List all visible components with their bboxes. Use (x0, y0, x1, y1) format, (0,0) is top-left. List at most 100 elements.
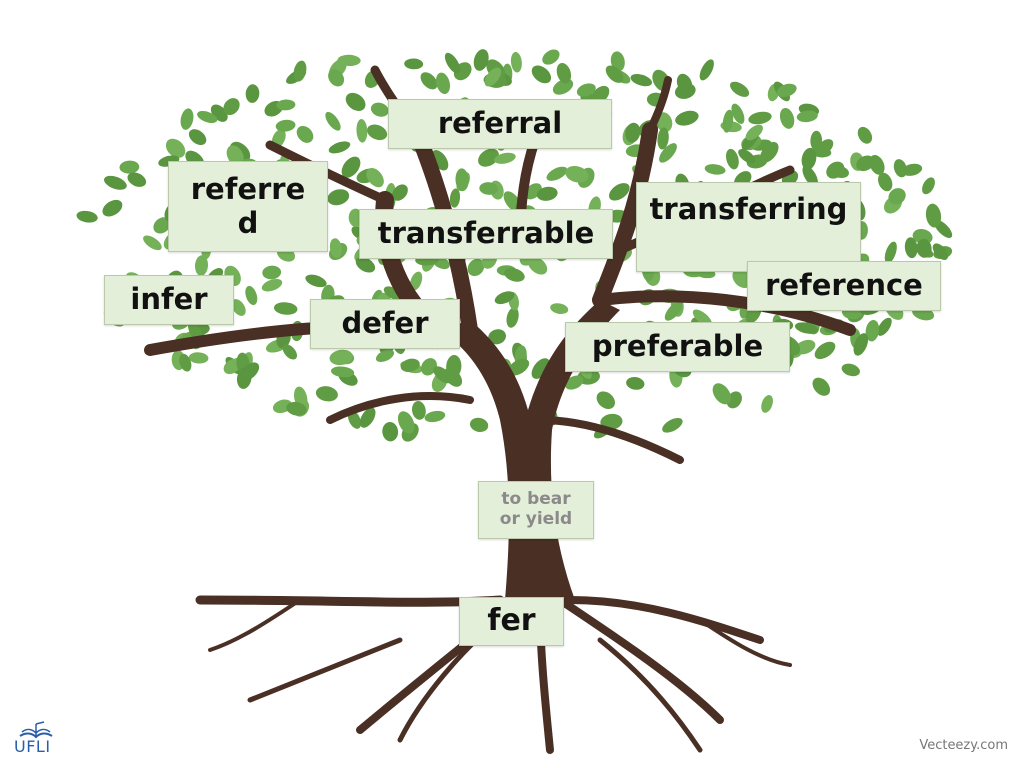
leaf (473, 49, 489, 71)
leaf (699, 59, 714, 81)
leaf (404, 58, 424, 70)
leaf (197, 110, 218, 124)
leaf (305, 274, 327, 288)
leaf (506, 307, 519, 328)
root-word: fer (487, 603, 536, 639)
leaf (761, 395, 773, 413)
word-infer: infer (130, 282, 208, 317)
leaf (455, 168, 469, 192)
leaf (286, 401, 307, 416)
word-card-reference: reference (747, 261, 941, 311)
leaf (877, 317, 892, 336)
leaf (625, 122, 641, 143)
leaf (143, 235, 162, 251)
root-meaning-line-2: or yield (499, 509, 573, 529)
leaf (392, 184, 408, 201)
leaf (412, 401, 426, 420)
leaf (231, 299, 246, 316)
leaf (345, 92, 366, 111)
leaf (188, 129, 207, 146)
leaf (409, 271, 423, 291)
leaf (102, 199, 123, 217)
brand-logo-text: UFLI (14, 737, 51, 756)
leaf (245, 84, 260, 103)
leaf (180, 108, 194, 130)
word-transferrable: transferrable (377, 216, 595, 251)
leaf (814, 341, 836, 360)
leaf (865, 319, 880, 342)
leaf (367, 124, 388, 141)
leaf (188, 352, 209, 364)
leaf (662, 417, 683, 433)
leaf (424, 410, 446, 423)
image-credit: Vecteezy.com (919, 738, 1008, 753)
leaf (745, 124, 763, 141)
leaf (444, 52, 461, 74)
word-defer: defer (341, 306, 429, 341)
leaf (884, 241, 897, 264)
leaf (443, 367, 463, 387)
leaf (630, 74, 653, 87)
leaf (531, 65, 552, 84)
leaf (801, 147, 817, 170)
leaf (262, 265, 282, 280)
word-card-transferrable: transferrable (359, 209, 613, 259)
root-card: fer (459, 597, 564, 646)
leaf (293, 60, 307, 82)
leaf (704, 164, 726, 175)
leaf (382, 422, 399, 442)
leaf (626, 377, 645, 390)
leaf (856, 155, 875, 172)
leaf (810, 130, 823, 151)
leaf (421, 358, 437, 376)
leaf (223, 98, 240, 116)
word-card-transferring: transferring (636, 182, 861, 272)
leaf (748, 111, 772, 125)
leaf (732, 268, 752, 289)
leaf (610, 51, 625, 72)
word-reference: reference (765, 268, 923, 303)
leaf (542, 49, 560, 65)
leaf (494, 291, 515, 305)
leaf (370, 102, 389, 117)
leaf (127, 172, 147, 187)
leaf (449, 188, 461, 208)
leaf (676, 73, 693, 95)
leaf (355, 256, 376, 273)
leaf (383, 286, 402, 300)
leaf (841, 363, 860, 377)
leaf (925, 203, 942, 228)
leaf (397, 411, 415, 434)
leaf (596, 391, 616, 409)
leaf (738, 148, 756, 164)
leaf (420, 72, 438, 90)
leaf (776, 83, 797, 98)
leaf (104, 175, 127, 190)
leaf (659, 143, 677, 163)
leaf (275, 119, 296, 132)
word-preferable: preferable (591, 329, 764, 364)
leaf (276, 99, 296, 111)
leaf (730, 81, 750, 97)
leaf (467, 258, 485, 277)
leaf (796, 110, 818, 123)
leaf (888, 188, 906, 205)
leaf (556, 62, 572, 84)
leaf (552, 78, 574, 95)
leaf (812, 377, 831, 396)
leaf (893, 159, 907, 178)
leaf (282, 344, 297, 360)
leaf (857, 126, 873, 144)
leaf (327, 189, 350, 206)
leaf (731, 103, 745, 124)
word-transferring: transferring (649, 192, 848, 226)
leaf (226, 145, 244, 166)
leaf (536, 186, 558, 201)
leaf (916, 238, 932, 258)
leaf (922, 177, 935, 195)
open-book-icon (19, 721, 53, 739)
leaf (510, 51, 522, 73)
leaf (328, 141, 351, 154)
leaf (609, 183, 630, 201)
leaf (605, 65, 624, 83)
